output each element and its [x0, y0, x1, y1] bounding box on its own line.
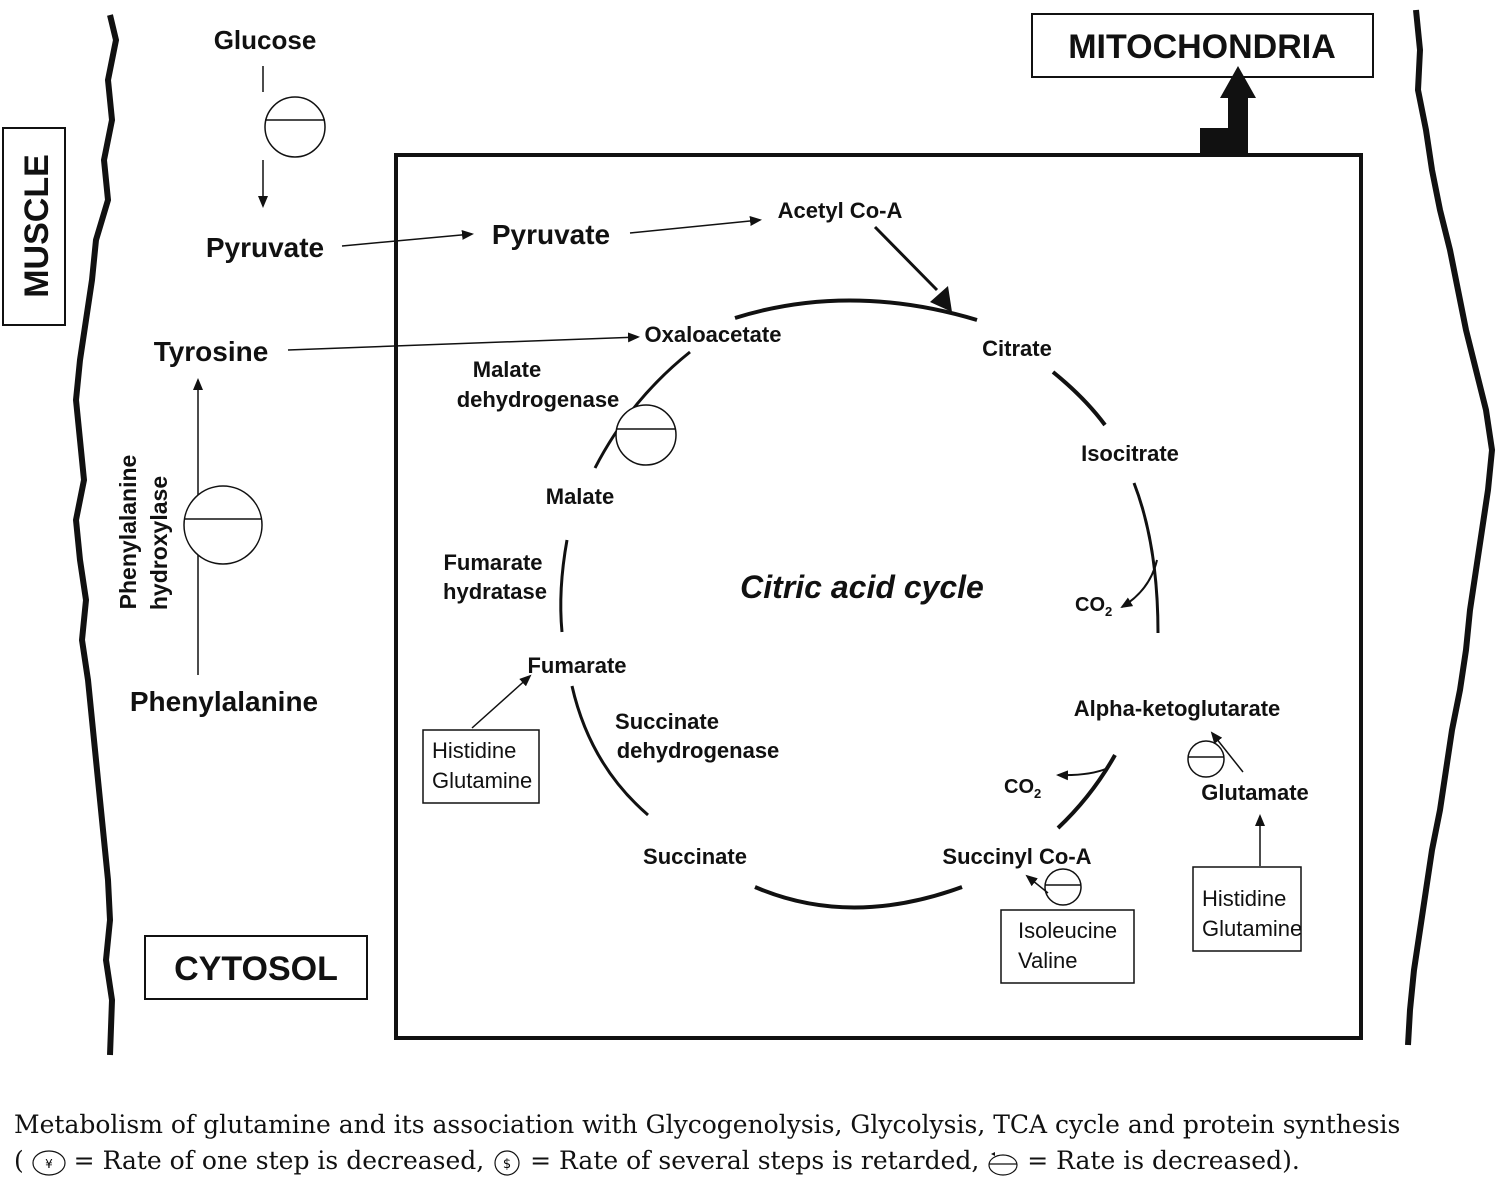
succinylcoa-label: Succinyl Co-A — [942, 844, 1091, 869]
mitochondria-pointer — [1200, 66, 1256, 155]
succinylcoa-source-isoleucine: Isoleucine — [1018, 918, 1117, 943]
svg-text:¥: ¥ — [45, 1157, 53, 1171]
fumarate-malate-arc — [559, 539, 569, 633]
malate-label: Malate — [546, 484, 614, 509]
fumarate-source-histidine: Histidine — [432, 738, 516, 763]
legend-open-paren: ( — [14, 1146, 24, 1175]
succinylcoa-source-box — [1000, 909, 1135, 984]
pyruvate-to-acetylcoa-arrow — [629, 216, 762, 234]
legend-item-1: = Rate of one step is decreased, — [73, 1146, 485, 1175]
tyrosine-to-oxaloacetate-arrow — [287, 332, 640, 351]
fumarate-hydratase-label-2: hydratase — [443, 579, 547, 604]
svg-text:$: $ — [503, 1157, 511, 1172]
muscle-label: MUSCLE — [18, 154, 56, 298]
glutamate-source-box — [1192, 866, 1302, 952]
oxaloacetate-label: Oxaloacetate — [645, 322, 782, 347]
citrate-label: Citrate — [982, 336, 1052, 361]
phenylalanine-label: Phenylalanine — [130, 686, 318, 717]
fumarate-source-glutamine: Glutamine — [432, 768, 532, 793]
succinylcoa-source-valine: Valine — [1018, 948, 1078, 973]
glutamate-to-akg-arrow — [1210, 731, 1244, 773]
rate-decreased-icon — [988, 1151, 1018, 1176]
glutamate-label: Glutamate — [1201, 780, 1309, 805]
glucose-label: Glucose — [214, 25, 317, 55]
figure-legend: ( ¥ = Rate of one step is decreased, $ =… — [14, 1146, 1300, 1177]
rate-one-step-decreased-icon: ¥ — [32, 1149, 66, 1176]
co2-release-arrow-upper — [1120, 559, 1158, 609]
pyruvate-transport-arrow — [341, 229, 474, 247]
rate-decreased-icon — [615, 404, 677, 466]
fumarate-hydratase-label-1: Fumarate — [443, 550, 542, 575]
left-membrane — [72, 14, 120, 1056]
mitochondrion-outline — [394, 153, 1363, 1040]
alpha-ketoglutarate-label: Alpha-ketoglutarate — [1074, 696, 1281, 721]
akg-succinylcoa-arc — [1056, 754, 1117, 830]
acetylcoa-entry-arrowhead — [930, 286, 952, 312]
figure-caption: Metabolism of glutamine and its associat… — [14, 1110, 1401, 1139]
citrate-isocitrate-arc — [1051, 370, 1107, 427]
succinate-label: Succinate — [643, 844, 747, 869]
muscle-box — [2, 127, 66, 326]
sources-to-succinylcoa-arrow — [1025, 874, 1049, 894]
legend-item-3: = Rate is decreased). — [1027, 1146, 1300, 1175]
oxaloacetate-citrate-arc — [734, 298, 978, 322]
acetylcoa-to-cycle-line — [873, 225, 939, 292]
glutamate-source-glutamine: Glutamine — [1202, 916, 1302, 941]
phenylalanine-hydroxylase-label-1: Phenylalanine — [115, 455, 141, 610]
sources-to-fumarate-arrow — [471, 674, 532, 729]
co2-label-upper: CO2 — [1075, 594, 1112, 619]
succinate-fumarate-arc — [570, 685, 649, 817]
cytosol-box — [144, 935, 368, 1000]
rate-decreased-icon — [264, 96, 326, 158]
isocitrate-label: Isocitrate — [1081, 441, 1179, 466]
glutamate-source-histidine: Histidine — [1202, 886, 1286, 911]
succinylcoa-succinate-arc — [754, 885, 963, 910]
rate-several-steps-retarded-icon: $ — [494, 1149, 520, 1176]
rate-decreased-icon — [1187, 740, 1225, 778]
succinate-dehydrogenase-label-1: Succinate — [615, 709, 719, 734]
malate-dehydrogenase-label-1: Malate — [473, 357, 541, 382]
malate-dehydrogenase-label-2: dehydrogenase — [457, 387, 620, 412]
succinate-dehydrogenase-label-2: dehydrogenase — [617, 738, 780, 763]
citric-acid-cycle-title: Citric acid cycle — [740, 569, 984, 605]
legend-item-2: = Rate of several steps is retarded, — [530, 1146, 980, 1175]
cytosol-pyruvate-label: Pyruvate — [206, 232, 324, 263]
phenylalanine-hydroxylase-label-2: hydroxylase — [146, 476, 172, 610]
cytosol-label: CYTOSOL — [174, 950, 338, 988]
tyrosine-label: Tyrosine — [154, 336, 269, 367]
co2-release-arrow-lower — [1056, 767, 1109, 781]
rate-decreased-icon — [183, 485, 263, 565]
right-membrane — [1405, 9, 1496, 1046]
fumarate-label: Fumarate — [527, 653, 626, 678]
mito-pyruvate-label: Pyruvate — [492, 219, 610, 250]
rate-decreased-icon — [1044, 868, 1082, 906]
co2-label-lower: CO2 — [1004, 776, 1041, 801]
mitochondria-box — [1031, 13, 1374, 78]
acetylcoa-label: Acetyl Co-A — [778, 198, 903, 223]
malate-oxaloacetate-arc — [593, 350, 691, 469]
isocitrate-akg-arc — [1132, 482, 1160, 634]
mitochondria-label: MITOCHONDRIA — [1068, 28, 1336, 66]
fumarate-source-box — [422, 729, 540, 804]
